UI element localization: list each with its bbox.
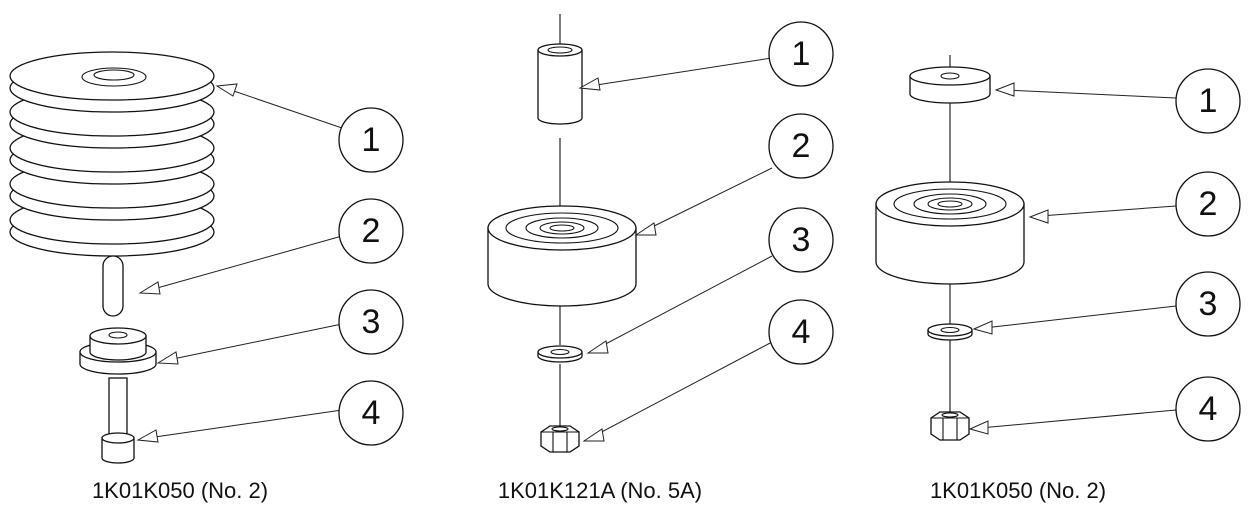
part-spacer (909, 66, 991, 104)
callout-right-3: 3 (1175, 271, 1241, 337)
svg-text:2: 2 (362, 212, 381, 250)
callout-right-4: 4 (1175, 376, 1241, 442)
svg-text:3: 3 (792, 221, 811, 259)
callout-left-2: 2 (338, 198, 404, 264)
callout-middle-3: 3 (768, 207, 834, 273)
callout-left-3: 3 (338, 289, 404, 355)
assembly-left: 1 2 3 4 (9, 51, 404, 464)
part-flanged-bushing (79, 327, 157, 375)
part-bolt (101, 377, 135, 464)
caption-right: 1K01K050 (No. 2) (929, 478, 1107, 503)
part-pulley (9, 51, 215, 257)
callout-middle-1: 1 (768, 21, 834, 87)
part-sleeve (537, 43, 583, 125)
svg-text:3: 3 (362, 303, 381, 341)
svg-text:1: 1 (1199, 82, 1218, 120)
caption-middle: 1K01K121A (No. 5A) (497, 478, 703, 503)
part-pin (102, 255, 124, 317)
callout-left-4: 4 (338, 380, 404, 446)
svg-text:1: 1 (792, 35, 811, 73)
caption-left: 1K01K050 (No. 2) (91, 478, 269, 503)
part-bearing-roller (875, 181, 1025, 285)
svg-text:4: 4 (792, 313, 811, 351)
callout-right-2: 2 (1175, 171, 1241, 237)
part-nut (540, 425, 580, 453)
callout-middle-2: 2 (768, 113, 834, 179)
callout-middle-4: 4 (768, 299, 834, 365)
svg-text:2: 2 (1199, 185, 1218, 223)
svg-text:4: 4 (362, 394, 381, 432)
svg-text:2: 2 (792, 127, 811, 165)
assembly-middle: 1 2 3 4 (487, 14, 834, 453)
part-bearing-roller (487, 205, 637, 307)
part-washer (537, 345, 583, 363)
callout-left-1: 1 (338, 107, 404, 173)
svg-text:4: 4 (1199, 390, 1218, 428)
part-nut (930, 411, 970, 441)
callout-right-1: 1 (1175, 68, 1241, 134)
svg-text:3: 3 (1199, 285, 1218, 323)
part-washer (927, 323, 973, 341)
assembly-right: 1 2 3 4 (875, 55, 1241, 442)
svg-text:1: 1 (362, 121, 381, 159)
